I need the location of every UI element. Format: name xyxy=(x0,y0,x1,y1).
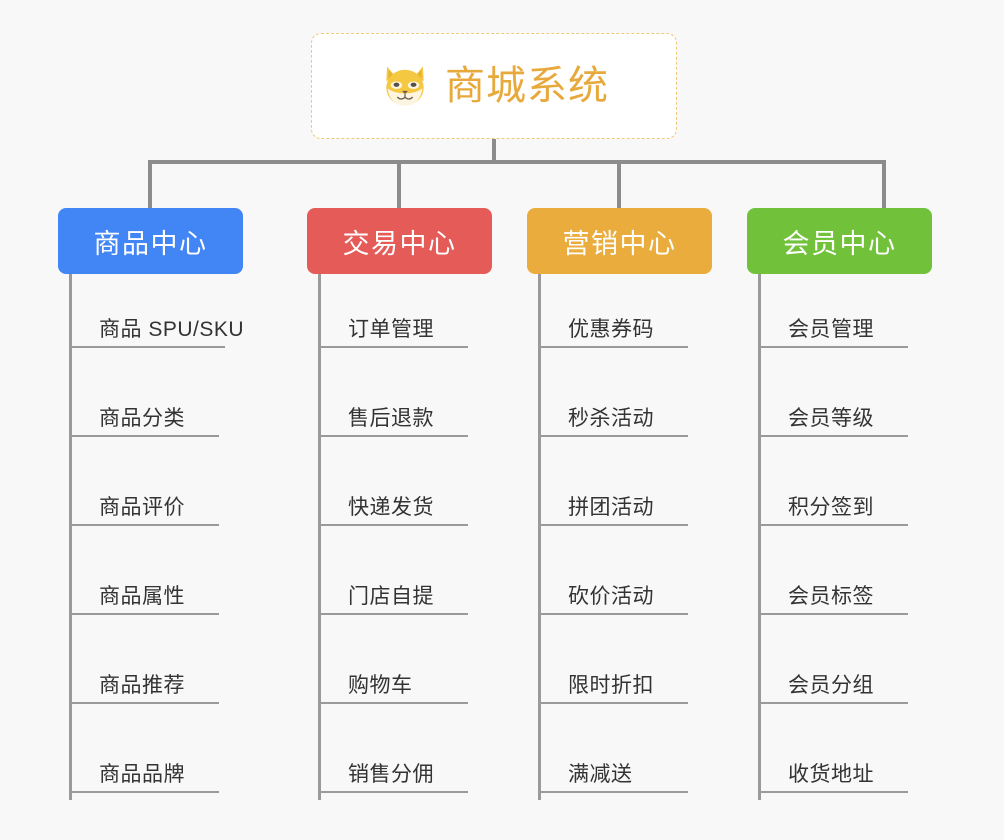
leaf-label: 订单管理 xyxy=(348,318,434,341)
leaf-label: 购物车 xyxy=(348,674,413,697)
leaf-underline xyxy=(758,346,908,348)
category-label: 交易中心 xyxy=(342,228,457,259)
leaf-label: 满减送 xyxy=(568,763,633,786)
leaf-label: 商品品牌 xyxy=(99,763,185,786)
connector-drop-4 xyxy=(882,160,886,210)
leaf-underline xyxy=(318,524,468,526)
leaf-underline xyxy=(538,702,688,704)
leaf-underline xyxy=(318,613,468,615)
leaf-underline xyxy=(318,791,468,793)
leaf-label: 快递发货 xyxy=(348,496,434,519)
leaf-label: 砍价活动 xyxy=(568,585,654,608)
leaf-underline xyxy=(538,791,688,793)
category-label: 商品中心 xyxy=(93,228,208,259)
connector-drop-3 xyxy=(617,160,621,210)
leaf-underline xyxy=(318,702,468,704)
leaf-label: 会员等级 xyxy=(788,407,874,430)
leaf-underline xyxy=(69,435,219,437)
leaf-label: 会员标签 xyxy=(788,585,874,608)
leaf-underline xyxy=(758,791,908,793)
leaf-label: 商品 SPU/SKU xyxy=(99,318,245,341)
connector-bus xyxy=(148,160,886,164)
category-box-marketing-center[interactable]: 营销中心 xyxy=(527,208,712,274)
leaf-underline xyxy=(69,702,219,704)
leaf-label: 商品推荐 xyxy=(99,674,185,697)
leaf-underline xyxy=(758,524,908,526)
leaf-underline xyxy=(318,346,468,348)
leaf-underline xyxy=(69,346,225,348)
column-spine xyxy=(318,274,321,800)
leaf-underline xyxy=(538,613,688,615)
leaf-underline xyxy=(69,613,219,615)
leaf-label: 会员分组 xyxy=(788,674,874,697)
column-spine xyxy=(538,274,541,800)
category-label: 会员中心 xyxy=(782,228,897,259)
connector-drop-1 xyxy=(148,160,152,210)
leaf-underline xyxy=(69,524,219,526)
column-spine xyxy=(69,274,72,800)
column-spine xyxy=(758,274,761,800)
leaf-underline xyxy=(758,613,908,615)
leaf-underline xyxy=(758,702,908,704)
leaf-underline xyxy=(538,346,688,348)
leaf-label: 拼团活动 xyxy=(568,496,654,519)
leaf-underline xyxy=(318,435,468,437)
leaf-label: 会员管理 xyxy=(788,318,874,341)
leaf-underline xyxy=(758,435,908,437)
connector-stem xyxy=(492,139,496,163)
leaf-label: 售后退款 xyxy=(348,407,434,430)
leaf-label: 限时折扣 xyxy=(568,674,654,697)
leaf-label: 积分签到 xyxy=(788,496,874,519)
leaf-label: 秒杀活动 xyxy=(568,407,654,430)
leaf-underline xyxy=(69,791,219,793)
leaf-label: 商品评价 xyxy=(99,496,185,519)
category-box-product-center[interactable]: 商品中心 xyxy=(58,208,243,274)
category-box-trade-center[interactable]: 交易中心 xyxy=(307,208,492,274)
leaf-label: 优惠券码 xyxy=(568,318,654,341)
leaf-label: 商品属性 xyxy=(99,585,185,608)
category-box-member-center[interactable]: 会员中心 xyxy=(747,208,932,274)
leaf-label: 门店自提 xyxy=(348,585,434,608)
shiba-dog-face-icon xyxy=(386,66,424,108)
root-node[interactable]: 商城系统 xyxy=(311,33,677,139)
leaf-label: 销售分佣 xyxy=(348,763,434,786)
leaf-underline xyxy=(538,524,688,526)
leaf-label: 收货地址 xyxy=(788,763,874,786)
leaf-underline xyxy=(538,435,688,437)
category-label: 营销中心 xyxy=(562,228,677,259)
connector-drop-2 xyxy=(397,160,401,210)
leaf-label: 商品分类 xyxy=(99,407,185,430)
root-title: 商城系统 xyxy=(445,64,609,108)
